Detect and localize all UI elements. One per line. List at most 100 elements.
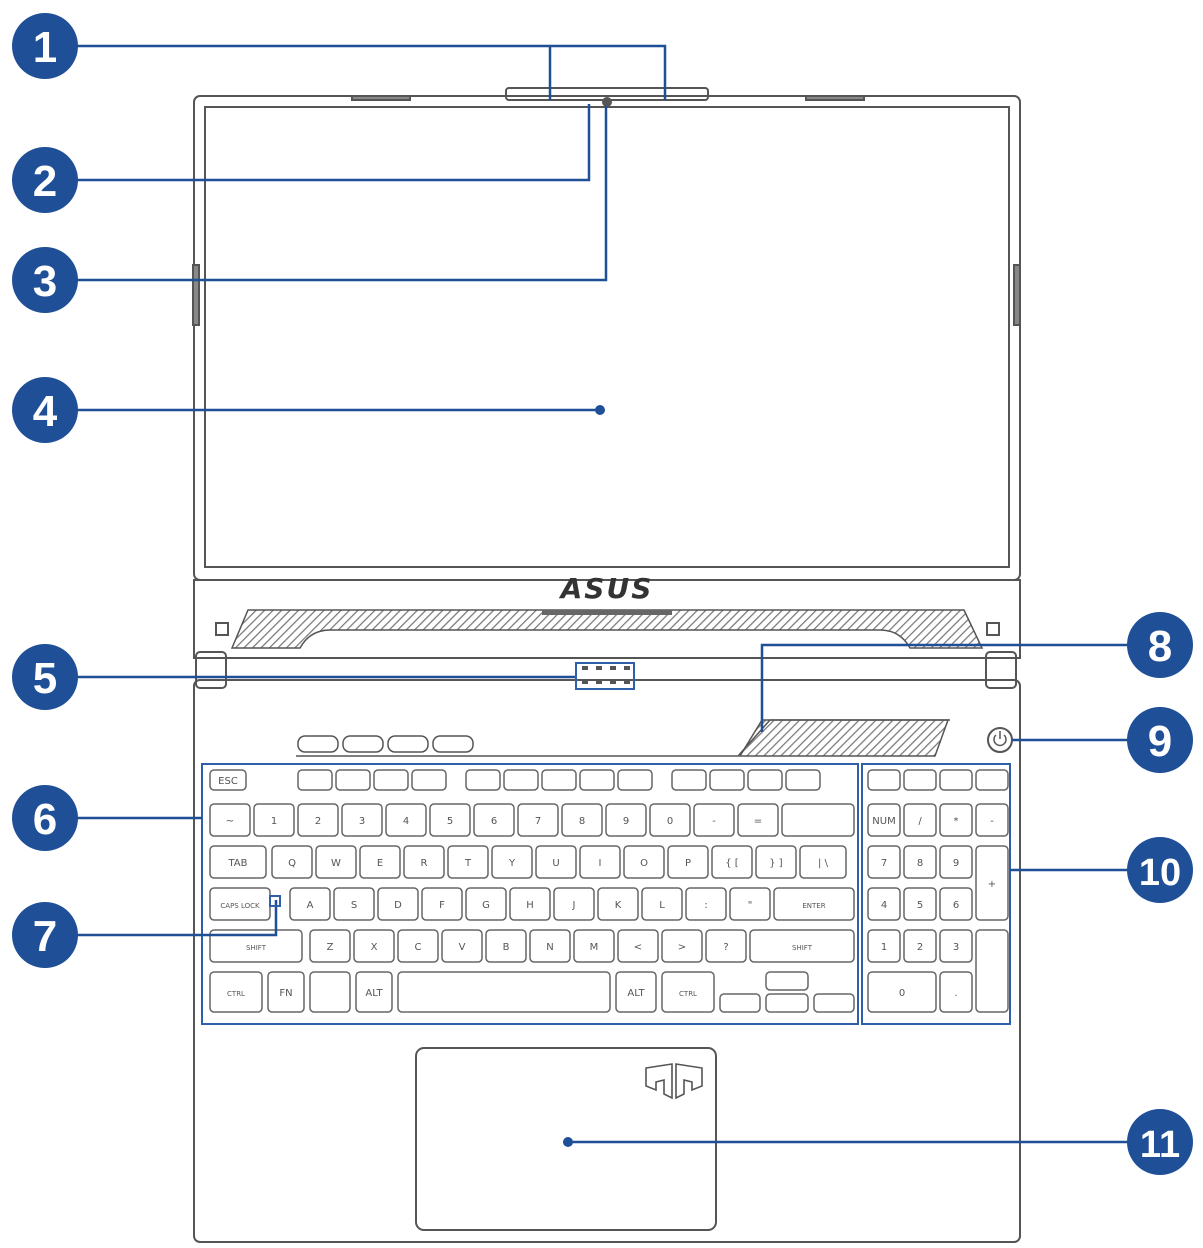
key-np-6 [939, 845, 973, 879]
key-alt-left [355, 971, 393, 1013]
hinge-block-right [985, 651, 1017, 689]
key-q-10 [711, 845, 753, 879]
leader-lines [70, 44, 1140, 1144]
key-q-8-label: O [640, 858, 648, 869]
key-q-1 [315, 845, 357, 879]
callout-7: 7 [12, 902, 78, 968]
callout-9: 9 [1127, 707, 1193, 773]
key-num-3 [341, 803, 383, 837]
svg-text:11: 11 [1140, 1124, 1180, 1166]
key-q-4-label: T [464, 858, 472, 869]
key-z-3-label: V [459, 942, 466, 953]
key-fn-11 [709, 769, 745, 791]
key-q-2-label: E [377, 858, 383, 869]
key-q-11-label: } ] [769, 858, 783, 869]
key-z-5-label: N [546, 942, 553, 953]
key-enter [773, 887, 855, 921]
key-np-5-label: 8 [917, 858, 923, 869]
key-a-2-label: D [394, 900, 402, 911]
svg-text:3: 3 [33, 257, 57, 306]
touchpad [415, 1047, 717, 1231]
key-backspace [781, 803, 855, 837]
key-z-7-label: < [634, 942, 642, 953]
key-z-4 [485, 929, 527, 963]
key-np-6-label: 9 [953, 858, 959, 869]
key-fn-1 [297, 769, 333, 791]
key-a-2 [377, 887, 419, 921]
key-fn-2 [335, 769, 371, 791]
key-tab-label: TAB [227, 858, 247, 869]
key-fn-6 [503, 769, 539, 791]
key-np-12-label: 2 [917, 942, 923, 953]
key-num-10 [649, 803, 691, 837]
key-num-12-label: = [754, 816, 762, 827]
callout-5: 5 [12, 644, 78, 710]
key-esc-label: ESC [218, 776, 238, 787]
svg-text:9: 9 [1148, 717, 1172, 766]
key-np-0 [867, 971, 937, 1013]
key-np-3-label: - [990, 816, 994, 827]
key-np-8-label: 4 [881, 900, 887, 911]
keyboard-indicators [582, 666, 630, 684]
callout-4: 4 [12, 377, 78, 443]
svg-text:4: 4 [33, 387, 58, 436]
key-q-5-label: Y [508, 858, 516, 869]
key-alt-right-label: ALT [627, 988, 645, 999]
svg-text:1: 1 [33, 23, 57, 72]
key-fn-9 [617, 769, 653, 791]
hinge-square-right [986, 622, 1000, 636]
key-q-9-label: P [685, 858, 691, 869]
key-np-2-label: * [954, 816, 959, 827]
leader-3 [70, 106, 608, 282]
key-a-6 [553, 887, 595, 921]
key-np-plus-label: + [988, 879, 996, 890]
key-fn-7 [541, 769, 577, 791]
key-np-2 [939, 803, 973, 837]
key-num-11-label: - [712, 816, 716, 827]
key-arrow-left [719, 993, 761, 1013]
key-np-0-label: NUM [872, 816, 895, 827]
key-q-12-label: | \ [818, 858, 829, 869]
key-q-6 [535, 845, 577, 879]
key-fn-4 [411, 769, 447, 791]
hinge-square-left [215, 622, 229, 636]
key-a-10 [729, 887, 771, 921]
antenna-left [351, 95, 411, 101]
key-fn-5 [465, 769, 501, 791]
key-q-2 [359, 845, 401, 879]
key-arrow-up [765, 971, 809, 991]
key-a-5-label: H [526, 900, 534, 911]
callout-3: 3 [12, 247, 78, 313]
key-num-7 [517, 803, 559, 837]
key-ctrl-right [661, 971, 715, 1013]
key-z-5 [529, 929, 571, 963]
key-z-8-label: > [678, 942, 686, 953]
key-z-9 [705, 929, 747, 963]
key-esc [209, 769, 247, 791]
key-a-3 [421, 887, 463, 921]
speaker-grille [738, 719, 950, 757]
key-np-9 [903, 887, 937, 921]
key-num-8 [561, 803, 603, 837]
key-z-1 [353, 929, 395, 963]
key-q-3-label: R [421, 858, 428, 869]
key-arrow-down [765, 993, 809, 1013]
key-np-top-0 [867, 769, 901, 791]
svg-text:2: 2 [33, 157, 57, 206]
key-z-2 [397, 929, 439, 963]
key-ctrl-left-label: CTRL [227, 990, 245, 998]
key-shift-right-label: SHIFT [792, 944, 813, 952]
antenna-right [805, 95, 865, 101]
keyboard-area [201, 763, 859, 1025]
key-np-top-3 [975, 769, 1009, 791]
key-shift-left-label: SHIFT [246, 944, 267, 952]
leader-1 [70, 44, 667, 100]
key-num-5 [429, 803, 471, 837]
key-q-7 [579, 845, 621, 879]
key-np-1-label: / [918, 816, 922, 827]
key-q-8 [623, 845, 665, 879]
key-np-enter [975, 929, 1009, 1013]
asus-logo: ASUS [559, 572, 654, 605]
key-num-6-label: 6 [491, 816, 497, 827]
